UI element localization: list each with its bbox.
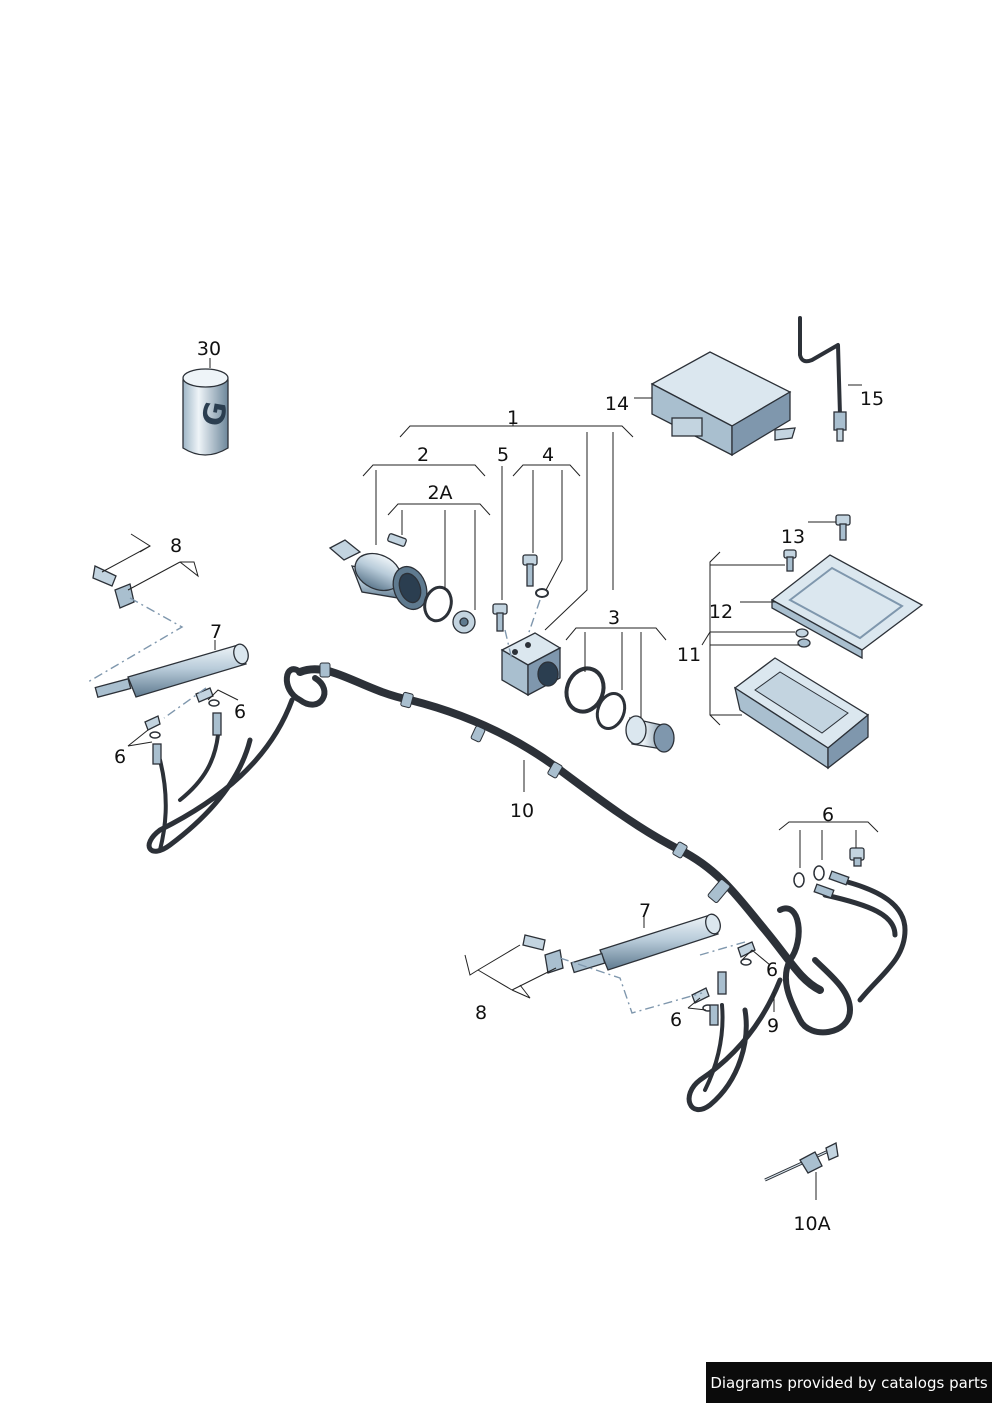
callout-10a: 10A <box>793 1213 830 1235</box>
svg-text:G: G <box>196 399 235 429</box>
callout-6-right-a: 6 <box>766 959 778 981</box>
callout-2a: 2A <box>427 482 452 504</box>
part-6-fittings-right <box>691 941 756 1026</box>
part-11-housing <box>733 657 870 770</box>
callout-11: 11 <box>677 644 701 666</box>
callout-6-top-right: 6 <box>822 804 834 826</box>
part-6-fittings-top-right <box>793 847 865 899</box>
callout-5: 5 <box>497 444 509 466</box>
callout-7-right: 7 <box>639 900 651 922</box>
callout-labels: 30 1 2 2A 5 4 3 14 15 13 12 11 8 7 6 6 1… <box>114 338 884 1235</box>
callout-9: 9 <box>767 1015 779 1037</box>
part-2a-parts <box>387 533 476 634</box>
callout-30: 30 <box>197 338 221 360</box>
part-1-valve-block <box>500 632 562 697</box>
credit-text: Diagrams provided by catalogs parts <box>710 1373 988 1392</box>
callout-4: 4 <box>542 444 554 466</box>
callout-8-left: 8 <box>170 535 182 557</box>
part-10a-cable-tie <box>764 1142 839 1182</box>
part-5-screw <box>492 603 508 632</box>
callout-10: 10 <box>510 800 534 822</box>
part-2-motor <box>328 539 428 611</box>
part-30-can: G <box>182 368 235 456</box>
callout-13: 13 <box>781 526 805 548</box>
callout-6-left-a: 6 <box>234 701 246 723</box>
callout-8-right: 8 <box>475 1002 487 1024</box>
part-13-screw <box>783 514 851 648</box>
callout-6-right-b: 6 <box>670 1009 682 1031</box>
callout-3: 3 <box>608 607 620 629</box>
part-12-cover <box>770 554 924 660</box>
callout-14: 14 <box>605 393 629 415</box>
part-15-sensor <box>798 316 847 442</box>
leader-lines <box>101 358 879 1200</box>
part-7-cylinder-right <box>522 913 721 974</box>
credit-banner: Diagrams provided by catalogs parts <box>706 1362 992 1403</box>
assembly-dash-lines <box>87 597 746 1014</box>
callout-15: 15 <box>860 388 884 410</box>
callout-2: 2 <box>417 444 429 466</box>
hose-harness-10 <box>146 662 908 1113</box>
part-7-cylinder-left <box>92 565 249 699</box>
callout-1: 1 <box>507 407 519 429</box>
part-6-fittings-left <box>144 687 222 765</box>
part-14-control-unit <box>650 351 796 457</box>
part-3-clamp-parts <box>564 666 675 753</box>
callout-6-left-b: 6 <box>114 746 126 768</box>
callout-7-left: 7 <box>210 621 222 643</box>
part-4-screw-washer <box>522 554 549 598</box>
callout-12: 12 <box>709 601 733 623</box>
